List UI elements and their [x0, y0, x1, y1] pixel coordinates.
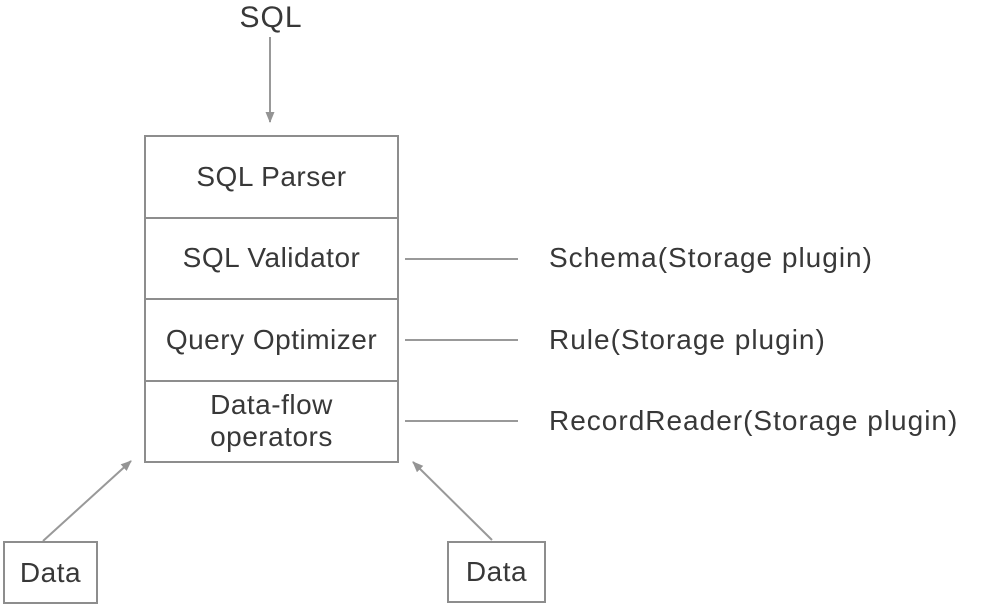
data-source-label: Data [465, 556, 528, 587]
stack-layer-label: Data-flow operators [210, 389, 333, 453]
annotation-schema-storage-plugin: Schema(Storage plugin) [549, 242, 873, 273]
arrow-left-data-to-stack-icon [42, 460, 132, 542]
data-source-box-left: Data [3, 541, 98, 604]
sql-input-label: SQL [239, 1, 303, 34]
stack-layer-sql-validator: SQL Validator [146, 216, 397, 299]
arrow-right-data-to-stack-icon [412, 461, 493, 541]
stack-layer-sql-parser: SQL Parser [146, 137, 397, 217]
stack-layer-label: SQL Parser [196, 160, 347, 192]
stack-layer-label: Query Optimizer [165, 323, 378, 355]
execution-stack: SQL Parser SQL Validator Query Optimizer… [144, 135, 399, 463]
data-source-label: Data [19, 556, 82, 588]
annotation-rule-storage-plugin: Rule(Storage plugin) [549, 324, 826, 355]
data-source-box-right: Data [447, 541, 546, 603]
stack-layer-label: SQL Validator [182, 242, 361, 274]
annotation-recordreader-storage-plugin: RecordReader(Storage plugin) [549, 405, 959, 436]
stack-layer-dataflow-operators: Data-flow operators [146, 379, 397, 462]
stack-layer-query-optimizer: Query Optimizer [146, 298, 397, 380]
